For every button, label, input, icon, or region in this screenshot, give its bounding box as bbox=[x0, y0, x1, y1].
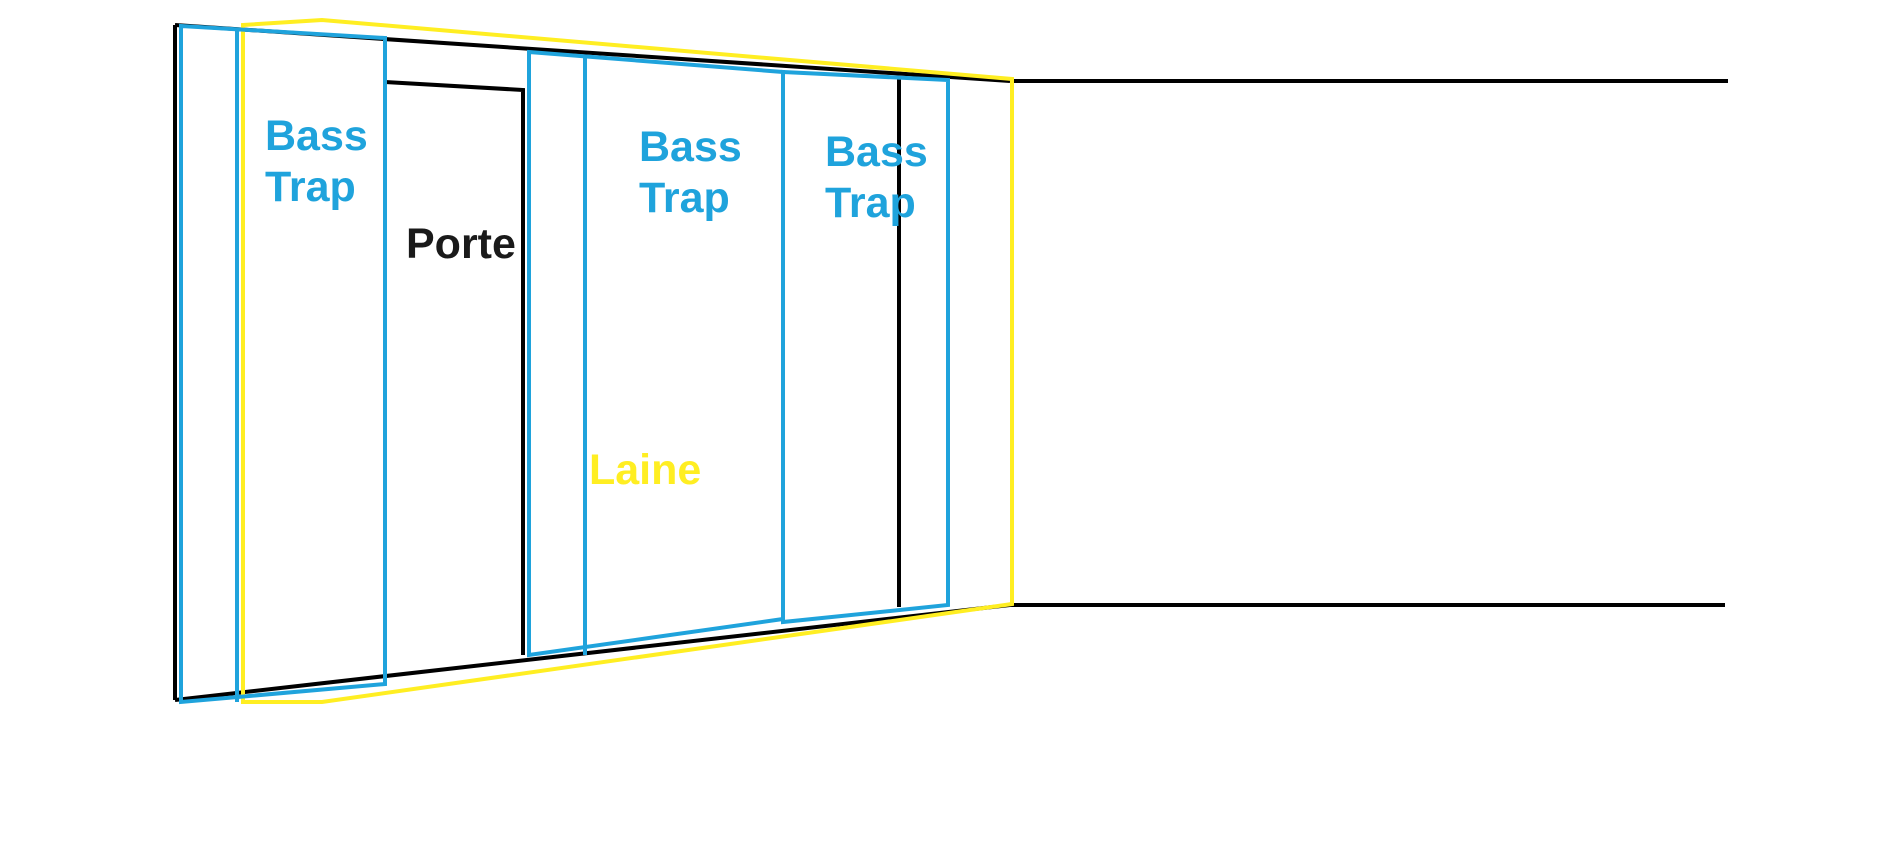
bass-trap-3-label-line2: Trap bbox=[825, 179, 916, 227]
bass-trap-1-outline bbox=[179, 23, 387, 705]
floor-line-left bbox=[174, 603, 1011, 702]
door-frame bbox=[383, 79, 525, 657]
bass-trap-3-label: Bass Trap bbox=[825, 128, 940, 227]
bass-trap-3-label-line1: Bass bbox=[825, 128, 928, 176]
bass-trap-2-label: Bass Trap bbox=[639, 123, 754, 222]
bass-trap-1-label-line2: Trap bbox=[265, 163, 356, 211]
wool-label: Laine bbox=[589, 446, 701, 494]
door-label: Porte bbox=[406, 220, 516, 268]
bass-trap-2-label-line1: Bass bbox=[639, 123, 742, 171]
bass-trap-outlines bbox=[179, 23, 950, 705]
bass-trap-3-outline bbox=[781, 69, 950, 625]
wool-panel bbox=[241, 17, 1014, 704]
bass-trap-1-label: Bass Trap bbox=[265, 112, 380, 211]
bass-trap-2-label-line2: Trap bbox=[639, 174, 730, 222]
bass-trap-1-label-line1: Bass bbox=[265, 112, 368, 160]
room-outline bbox=[173, 23, 1728, 702]
